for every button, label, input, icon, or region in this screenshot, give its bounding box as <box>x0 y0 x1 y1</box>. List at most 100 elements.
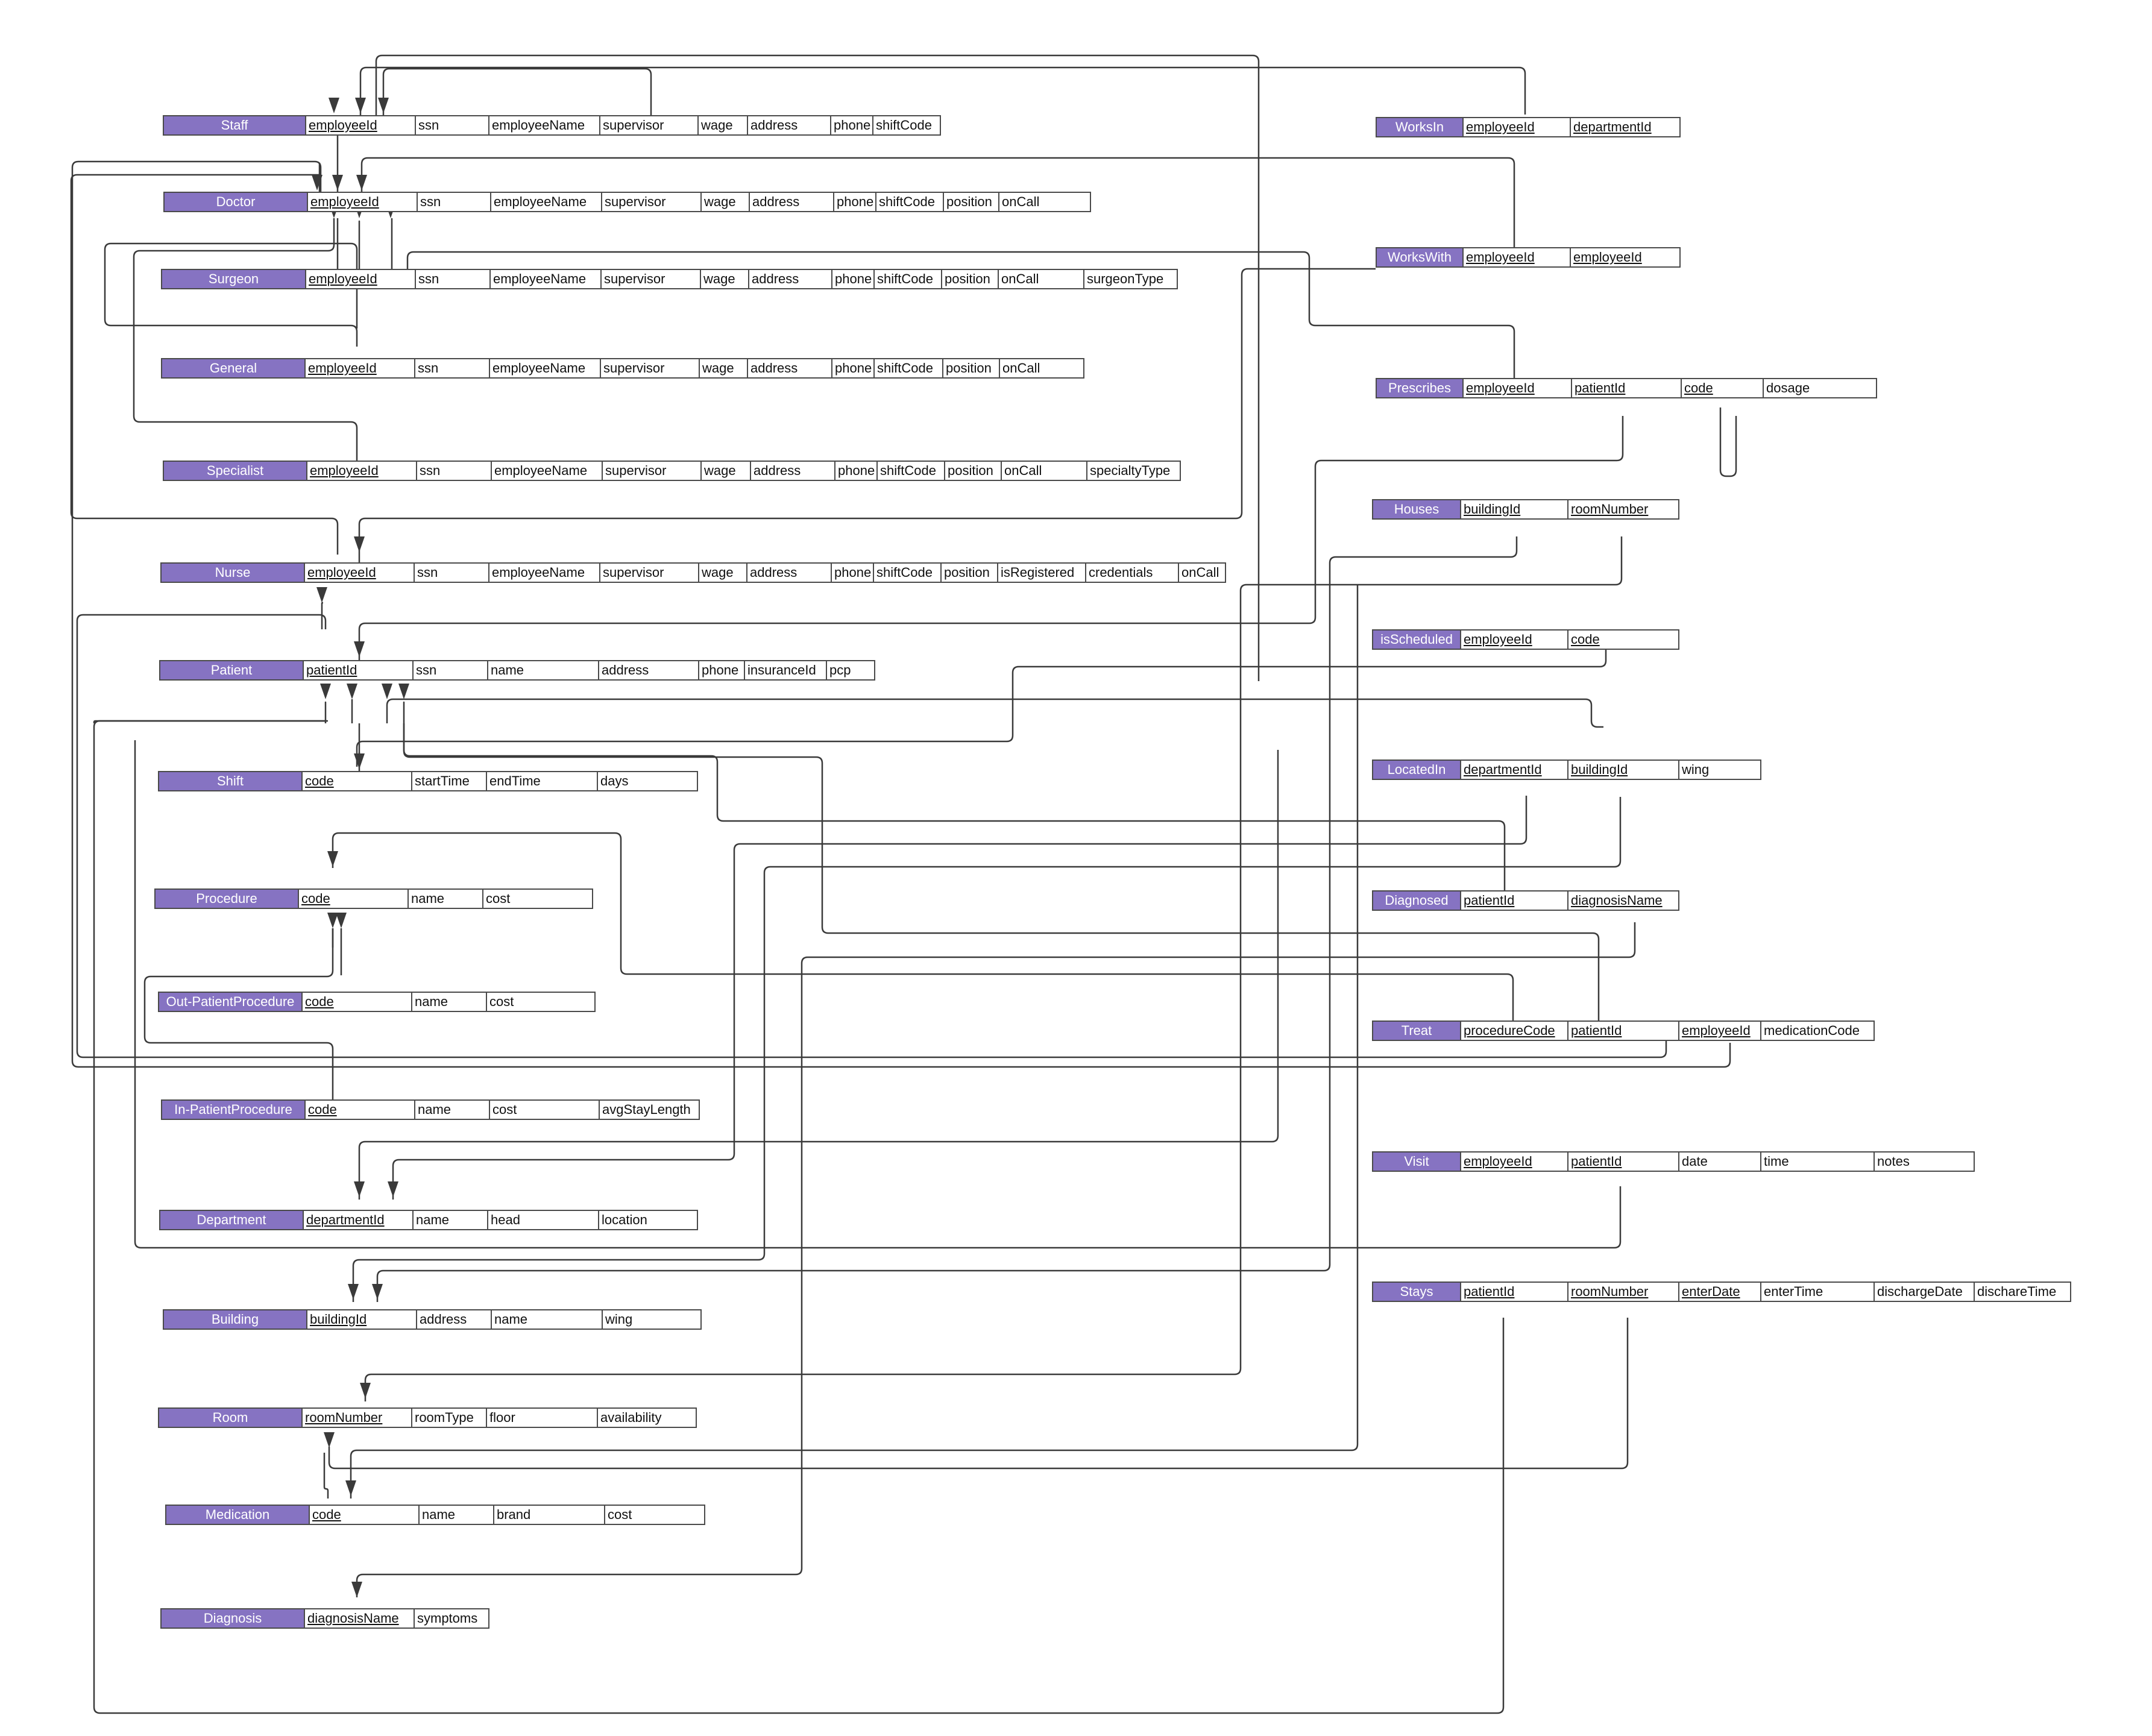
key-field-diagnosed[interactable]: patientId <box>1461 890 1568 911</box>
field-surgeon[interactable]: ssn <box>416 269 491 289</box>
field-stays[interactable]: discharеTime <box>1975 1282 2071 1302</box>
field-nurse[interactable]: address <box>747 562 832 583</box>
field-surgeon[interactable]: wage <box>701 269 749 289</box>
key-field-prescribes[interactable]: patientId <box>1572 378 1682 398</box>
table-name-worksin[interactable]: WorksIn <box>1376 117 1464 137</box>
field-general[interactable]: ssn <box>415 358 490 379</box>
key-field-general[interactable]: employeeId <box>306 358 415 379</box>
table-name-isscheduled[interactable]: isScheduled <box>1372 629 1461 650</box>
field-specialist[interactable]: specialtyType <box>1087 461 1181 481</box>
field-room[interactable]: availability <box>598 1407 697 1428</box>
field-specialist[interactable]: address <box>751 461 835 481</box>
field-nurse[interactable]: shiftCode <box>874 562 942 583</box>
key-field-staff[interactable]: employeeId <box>306 115 416 136</box>
key-field-prescribes[interactable]: code <box>1682 378 1764 398</box>
key-field-workswith[interactable]: employeeId <box>1464 247 1571 268</box>
field-nurse[interactable]: isRegistered <box>998 562 1086 583</box>
field-inpatient[interactable]: cost <box>490 1099 600 1120</box>
table-name-diagnosed[interactable]: Diagnosed <box>1372 890 1461 911</box>
table-name-general[interactable]: General <box>161 358 306 379</box>
field-nurse[interactable]: credentials <box>1086 562 1179 583</box>
key-field-prescribes[interactable]: employeeId <box>1464 378 1572 398</box>
table-name-workswith[interactable]: WorksWith <box>1376 247 1464 268</box>
field-surgeon[interactable]: surgeonType <box>1084 269 1178 289</box>
field-locatedin[interactable]: wing <box>1679 760 1761 780</box>
field-specialist[interactable]: ssn <box>417 461 492 481</box>
field-specialist[interactable]: supervisor <box>603 461 702 481</box>
field-doctor[interactable]: onCall <box>999 192 1091 212</box>
field-visit[interactable]: date <box>1679 1151 1761 1172</box>
field-procedure[interactable]: name <box>409 888 483 909</box>
field-nurse[interactable]: onCall <box>1179 562 1226 583</box>
field-patient[interactable]: ssn <box>414 660 488 681</box>
field-patient[interactable]: name <box>488 660 599 681</box>
key-field-locatedin[interactable]: departmentId <box>1461 760 1568 780</box>
key-field-worksin[interactable]: departmentId <box>1571 117 1681 137</box>
field-general[interactable]: shiftCode <box>875 358 943 379</box>
key-field-nurse[interactable]: employeeId <box>305 562 415 583</box>
table-name-stays[interactable]: Stays <box>1372 1282 1461 1302</box>
field-nurse[interactable]: employeeName <box>489 562 600 583</box>
table-name-shift[interactable]: Shift <box>158 771 303 791</box>
field-nurse[interactable]: phone <box>832 562 874 583</box>
field-staff[interactable]: phone <box>831 115 873 136</box>
field-doctor[interactable]: supervisor <box>602 192 702 212</box>
field-medication[interactable]: cost <box>605 1505 705 1525</box>
field-visit[interactable]: time <box>1761 1151 1875 1172</box>
key-field-locatedin[interactable]: buildingId <box>1568 760 1679 780</box>
field-medication[interactable]: brand <box>494 1505 605 1525</box>
field-general[interactable]: address <box>748 358 832 379</box>
field-surgeon[interactable]: phone <box>832 269 875 289</box>
key-field-inpatient[interactable]: code <box>306 1099 415 1120</box>
key-field-isscheduled[interactable]: code <box>1568 629 1679 650</box>
field-procedure[interactable]: cost <box>483 888 593 909</box>
key-field-treat[interactable]: patientId <box>1568 1021 1679 1041</box>
key-field-isscheduled[interactable]: employeeId <box>1461 629 1568 650</box>
field-doctor[interactable]: address <box>750 192 834 212</box>
table-name-visit[interactable]: Visit <box>1372 1151 1461 1172</box>
key-field-visit[interactable]: patientId <box>1568 1151 1679 1172</box>
field-visit[interactable]: notes <box>1875 1151 1975 1172</box>
field-room[interactable]: roomType <box>412 1407 487 1428</box>
field-general[interactable]: supervisor <box>601 358 700 379</box>
field-general[interactable]: wage <box>700 358 748 379</box>
field-general[interactable]: phone <box>832 358 875 379</box>
table-name-building[interactable]: Building <box>163 1309 307 1330</box>
field-doctor[interactable]: shiftCode <box>876 192 944 212</box>
field-specialist[interactable]: wage <box>702 461 751 481</box>
table-name-locatedin[interactable]: LocatedIn <box>1372 760 1461 780</box>
field-staff[interactable]: shiftCode <box>873 115 941 136</box>
field-staff[interactable]: supervisor <box>600 115 699 136</box>
field-doctor[interactable]: ssn <box>418 192 491 212</box>
field-doctor[interactable]: wage <box>702 192 750 212</box>
field-building[interactable]: name <box>492 1309 603 1330</box>
key-field-shift[interactable]: code <box>303 771 412 791</box>
key-field-stays[interactable]: patientId <box>1461 1282 1568 1302</box>
key-field-visit[interactable]: employeeId <box>1461 1151 1568 1172</box>
key-field-diagnosed[interactable]: diagnosisName <box>1568 890 1679 911</box>
field-doctor[interactable]: position <box>944 192 999 212</box>
table-name-treat[interactable]: Treat <box>1372 1021 1461 1041</box>
key-field-stays[interactable]: enterDate <box>1679 1282 1761 1302</box>
field-inpatient[interactable]: avgStayLength <box>600 1099 700 1120</box>
field-staff[interactable]: address <box>748 115 831 136</box>
key-field-procedure[interactable]: code <box>299 888 409 909</box>
field-surgeon[interactable]: supervisor <box>602 269 701 289</box>
field-inpatient[interactable]: name <box>415 1099 490 1120</box>
key-field-houses[interactable]: buildingId <box>1461 499 1568 520</box>
field-building[interactable]: address <box>417 1309 492 1330</box>
field-treat[interactable]: medicationCode <box>1761 1021 1875 1041</box>
field-surgeon[interactable]: shiftCode <box>875 269 942 289</box>
field-patient[interactable]: pcp <box>827 660 875 681</box>
key-field-patient[interactable]: patientId <box>304 660 414 681</box>
field-patient[interactable]: insuranceId <box>745 660 827 681</box>
table-name-doctor[interactable]: Doctor <box>163 192 308 212</box>
field-nurse[interactable]: supervisor <box>600 562 699 583</box>
key-field-department[interactable]: departmentId <box>304 1210 414 1230</box>
table-name-staff[interactable]: Staff <box>163 115 306 136</box>
field-stays[interactable]: dischargeDate <box>1875 1282 1975 1302</box>
field-diagnosis[interactable]: symptoms <box>415 1608 489 1629</box>
field-shift[interactable]: days <box>598 771 698 791</box>
table-name-houses[interactable]: Houses <box>1372 499 1461 520</box>
field-shift[interactable]: startTime <box>412 771 487 791</box>
